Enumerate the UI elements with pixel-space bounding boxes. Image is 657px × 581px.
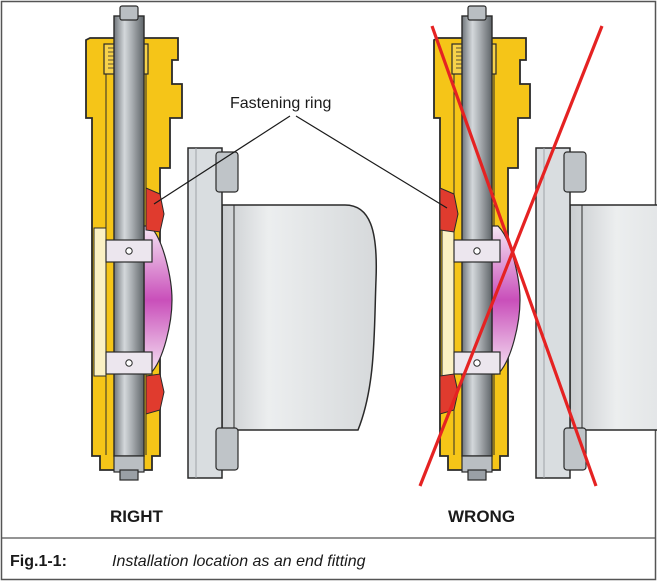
figure-number: Fig.1-1: (10, 553, 67, 570)
fastening-ring-wrong-upper (439, 187, 459, 233)
valve-right-installation (85, 5, 378, 481)
fastening-ring-right-lower (145, 373, 165, 415)
leader-line-right (153, 115, 291, 205)
fastening-ring-right-upper (145, 187, 165, 233)
wrong-cross-line-1 (430, 25, 598, 487)
figure-caption: Installation location as an end fitting (112, 553, 366, 570)
leader-line-wrong (295, 115, 448, 209)
wrong-cross-line-2 (418, 25, 604, 487)
right-label: RIGHT (110, 507, 164, 526)
valve-wrong-installation (433, 5, 657, 481)
fastening-ring-label: Fastening ring (230, 95, 331, 112)
wrong-label: WRONG (448, 507, 515, 526)
